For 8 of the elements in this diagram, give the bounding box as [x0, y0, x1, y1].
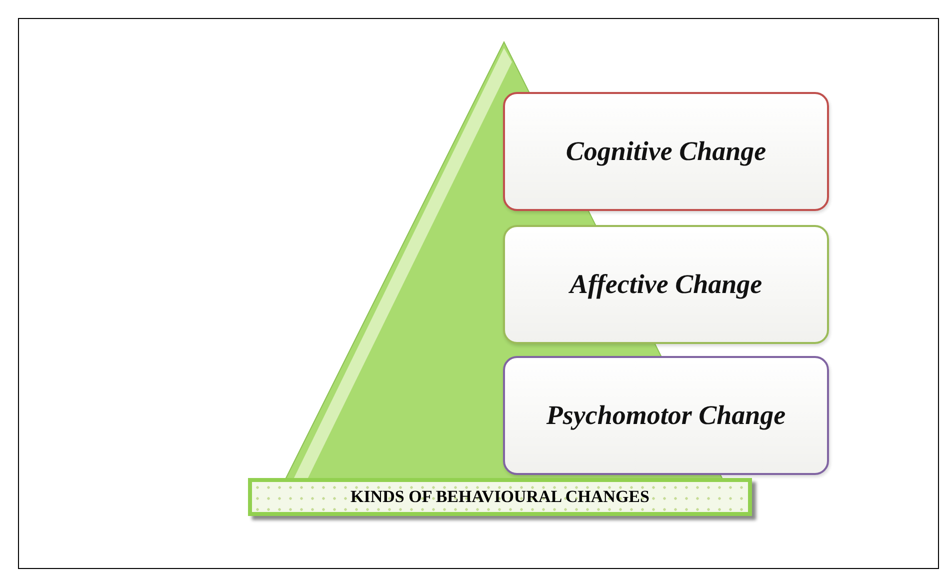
banner-title: KINDS OF BEHAVIOURAL CHANGES: [350, 487, 650, 507]
title-banner: [248, 478, 752, 516]
category-card: [503, 356, 829, 475]
card-label: Psychomotor Change: [546, 400, 786, 431]
category-card: [503, 92, 829, 211]
card-label: Affective Change: [570, 269, 762, 300]
card-label: Cognitive Change: [566, 136, 766, 167]
category-card: [503, 225, 829, 344]
